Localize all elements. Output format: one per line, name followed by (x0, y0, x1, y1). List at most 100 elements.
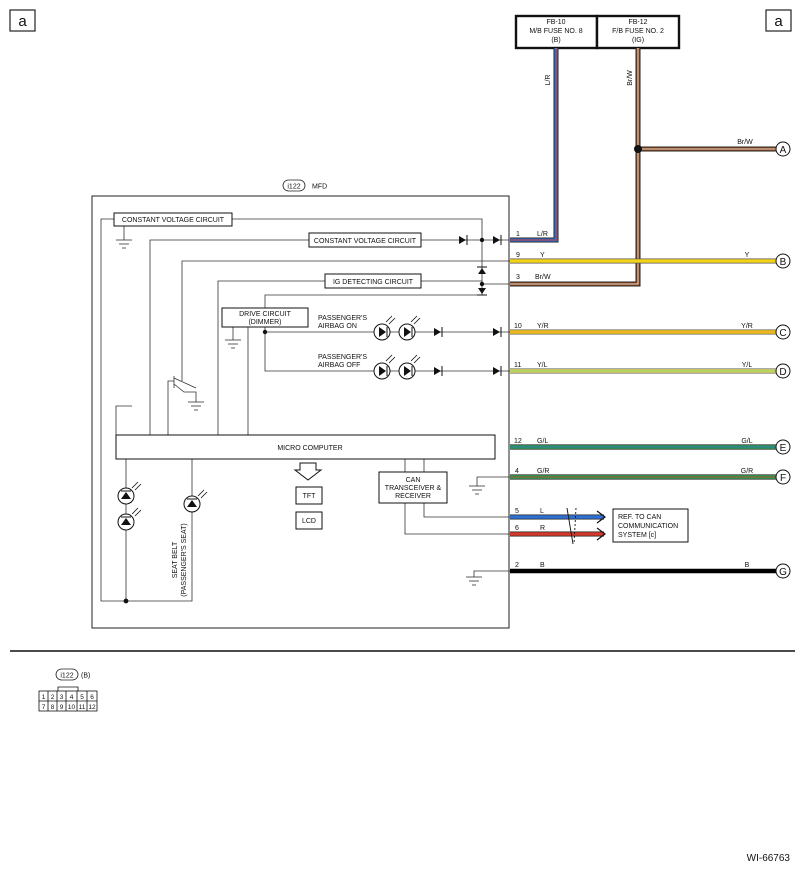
can-ref-box (612, 508, 689, 543)
corner-tag-right: a (765, 9, 792, 32)
junction-dots (123, 237, 485, 604)
pin-color: Br/W (535, 274, 551, 281)
pin-number: 5 (515, 508, 519, 515)
right-color: B (745, 562, 750, 569)
constant-voltage-circuit-2 (308, 232, 422, 248)
pin-number: 6 (515, 525, 519, 532)
wire-pin5-blue (510, 510, 606, 524)
fuse-fb12-line2: F/B FUSE NO. 2 (612, 28, 664, 35)
fuse-box-fb10: FB-10 M/B FUSE NO. 8 (B) (514, 14, 599, 50)
pin-color: Y (540, 252, 545, 259)
pin-number: 9 (516, 252, 520, 259)
terminal-f: F (780, 473, 786, 484)
fuse-box-fb12: FB-12 F/B FUSE NO. 2 (IG) (595, 14, 681, 50)
connector-id: i122 (287, 184, 300, 191)
terminal-d: D (779, 367, 786, 378)
lcd-label: LCD (302, 518, 316, 525)
seatbelt-led (183, 489, 208, 513)
pin-color: G/R (537, 468, 549, 475)
can-label-3: RECEIVER (395, 493, 431, 500)
right-color: G/R (741, 468, 753, 475)
twisted-pair-marker (566, 507, 577, 545)
pin-number: 2 (515, 562, 519, 569)
terminal-a: A (780, 145, 787, 156)
wire-lr-vertical (510, 48, 559, 243)
wire-brw-vertical (510, 48, 776, 287)
pin-color: R (540, 525, 545, 532)
pin-color: B (540, 562, 545, 569)
grid-cell: 2 (51, 694, 55, 701)
constant-voltage-circuit-1 (113, 212, 233, 227)
drive-circuit (221, 307, 309, 328)
diode-pair (434, 235, 502, 376)
fuse-fb12-line1: FB-12 (628, 19, 647, 26)
airbag-off-leds (373, 354, 421, 380)
pin-color: L (540, 508, 544, 515)
fuse-fb10-line2: M/B FUSE NO. 8 (529, 28, 582, 35)
tft-label: TFT (303, 493, 317, 500)
fuse-wire-label-lr: L/R (545, 75, 552, 86)
grid-cell: 4 (70, 694, 74, 701)
grid-cell: 11 (79, 704, 86, 711)
can-transceiver (378, 471, 448, 504)
corner-tag-right-text: a (774, 13, 783, 30)
grid-cell: 5 (80, 694, 84, 701)
airbag-on-leds (373, 315, 421, 341)
grid-cell: 1 (42, 694, 46, 701)
tft-box (295, 486, 323, 505)
ig-label: IG DETECTING CIRCUIT (333, 279, 414, 286)
ig-detecting-circuit (324, 273, 422, 289)
terminal-c: C (779, 328, 786, 339)
seatbelt-label-1: SEAT BELT (172, 541, 179, 578)
corner-tag-left-text: a (18, 13, 27, 30)
terminal-e: E (780, 443, 787, 454)
grid-cell: 12 (88, 704, 96, 711)
pin-labels: 1 L/R 9 Y 3 Br/W 10 Y/R 11 Y/L 12 G/L 4 … (514, 231, 551, 569)
corner-tag-left: a (9, 9, 36, 32)
fuse-fb10-line3: (B) (551, 37, 560, 44)
pin-color: G/L (537, 438, 548, 445)
brw-junction-dot (634, 145, 642, 153)
pin-color: Y/L (537, 362, 548, 369)
micro-computer (115, 434, 496, 460)
drive-label-2: (DIMMER) (248, 319, 281, 326)
right-color: Y/R (741, 323, 753, 330)
can-label-1: CAN (406, 477, 421, 484)
left-leds (117, 481, 142, 531)
right-color: Y/L (742, 362, 753, 369)
connector-legend: i122 (B) 1 2 3 4 5 6 7 8 9 10 11 12 (38, 668, 98, 712)
pin-number: 1 (516, 231, 520, 238)
grid-cell: 8 (51, 704, 55, 711)
lcd-box (295, 511, 323, 530)
airbag-on-label-2: AIRBAG ON (318, 323, 357, 330)
can-ref-line1: REF. TO CAN (618, 514, 661, 521)
legend-connector-id: i122 (60, 673, 73, 680)
grid-cell: 7 (42, 704, 46, 711)
right-color: Y (745, 252, 750, 259)
pin-number: 12 (514, 438, 522, 445)
grid-cell: 10 (68, 704, 76, 711)
right-color-labels: Y Y/R Y/L G/L G/R B (741, 252, 753, 569)
connector-name: MFD (312, 184, 327, 191)
fuse-fb10-line1: FB-10 (546, 19, 565, 26)
down-arrow-icon (293, 462, 323, 481)
legend-connector-sub: (B) (81, 673, 90, 680)
cvc1-label: CONSTANT VOLTAGE CIRCUIT (122, 217, 225, 224)
can-ref-line2: COMMUNICATION (618, 523, 678, 530)
pin-color: Y/R (537, 323, 549, 330)
can-label-2: TRANSCEIVER & (385, 485, 442, 492)
drive-label-1: DRIVE CIRCUIT (239, 311, 291, 318)
airbag-off-label-1: PASSENGER'S (318, 354, 367, 361)
cvc2-label: CONSTANT VOLTAGE CIRCUIT (314, 238, 417, 245)
micro-label: MICRO COMPUTER (277, 445, 342, 452)
mfd-unit-box (91, 195, 510, 629)
pin-number: 11 (514, 362, 521, 369)
terminal-b: B (780, 257, 787, 268)
pin-number: 4 (515, 468, 519, 475)
pin-number: 3 (516, 274, 520, 281)
pin-color: L/R (537, 231, 548, 238)
right-color: G/L (741, 438, 752, 445)
airbag-off-label-2: AIRBAG OFF (318, 362, 360, 369)
figure-id: WI-66763 (747, 853, 791, 864)
